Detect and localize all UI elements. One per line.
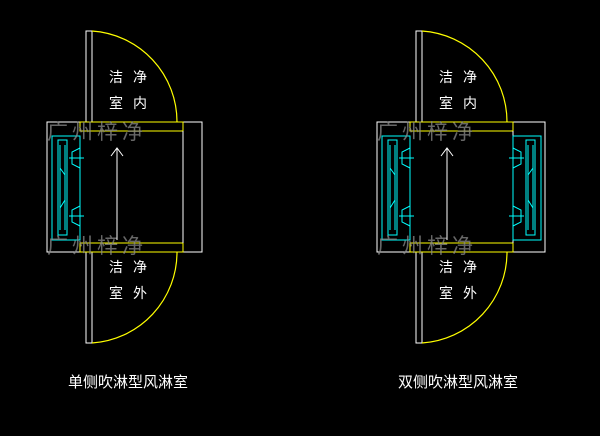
door-swing-arc (421, 251, 508, 344)
nozzle-icon (509, 147, 524, 169)
nozzle-icon (399, 147, 414, 169)
inside-label-char: 内 (463, 96, 477, 112)
door-frame-bottom (79, 242, 184, 253)
door-frame-bottom (409, 242, 514, 253)
unit-caption: 双侧吹淋型风淋室 (398, 373, 518, 391)
fan-housing (512, 135, 542, 241)
outside-label-char: 外 (463, 286, 477, 302)
unit-caption: 单侧吹淋型风淋室 (68, 373, 188, 391)
inside-label-char: 洁 (109, 70, 123, 86)
inner-door (415, 30, 423, 123)
watermark: 广州梓净 (47, 234, 147, 258)
double-sided-air-shower: 洁净室内洁净室外双侧吹淋型风淋室广州梓净广州梓净 (376, 30, 546, 391)
inside-label-char: 净 (463, 70, 477, 86)
outside-label-char: 净 (133, 260, 147, 276)
inside-label-char: 室 (439, 95, 453, 112)
nozzle-icon (69, 205, 84, 227)
nozzle-icon (509, 205, 524, 227)
inner-door (85, 30, 93, 123)
watermark: 广州梓净 (377, 234, 477, 258)
watermark: 广州梓净 (377, 120, 477, 144)
left-fan-unit (51, 135, 84, 241)
flow-direction-arrow (110, 147, 124, 240)
filter (387, 139, 398, 236)
outside-label-char: 洁 (109, 260, 123, 276)
watermark: 广州梓净 (47, 120, 147, 144)
door-frame-top (79, 121, 184, 132)
outside-label-char: 洁 (439, 260, 453, 276)
inside-label-char: 内 (133, 96, 147, 112)
outside-label-char: 室 (439, 285, 453, 302)
outer-door (85, 251, 93, 344)
filter-lines (527, 145, 534, 230)
door-swing-arc (91, 30, 178, 123)
outside-label-char: 外 (133, 286, 147, 302)
filter-lines (59, 145, 66, 230)
inside-label-char: 净 (133, 70, 147, 86)
door-swing-arc (421, 30, 508, 123)
inside-label-char: 洁 (439, 70, 453, 86)
left-fan-unit (381, 135, 414, 241)
right-fan-unit (509, 135, 542, 241)
door-swing-arc (91, 251, 178, 344)
inside-label-char: 室 (109, 95, 123, 112)
flow-direction-arrow (440, 147, 454, 240)
nozzle-icon (399, 205, 414, 227)
outside-label-char: 室 (109, 285, 123, 302)
outside-label-char: 净 (463, 260, 477, 276)
fan-housing (381, 135, 411, 241)
filter-lines (389, 145, 396, 230)
outer-door (415, 251, 423, 344)
single-sided-air-shower: 洁净室内洁净室外单侧吹淋型风淋室广州梓净广州梓净 (46, 30, 203, 391)
fan-housing (51, 135, 81, 241)
nozzle-icon (69, 147, 84, 169)
filter (57, 139, 68, 236)
filter (525, 139, 536, 236)
door-frame-top (409, 121, 514, 132)
